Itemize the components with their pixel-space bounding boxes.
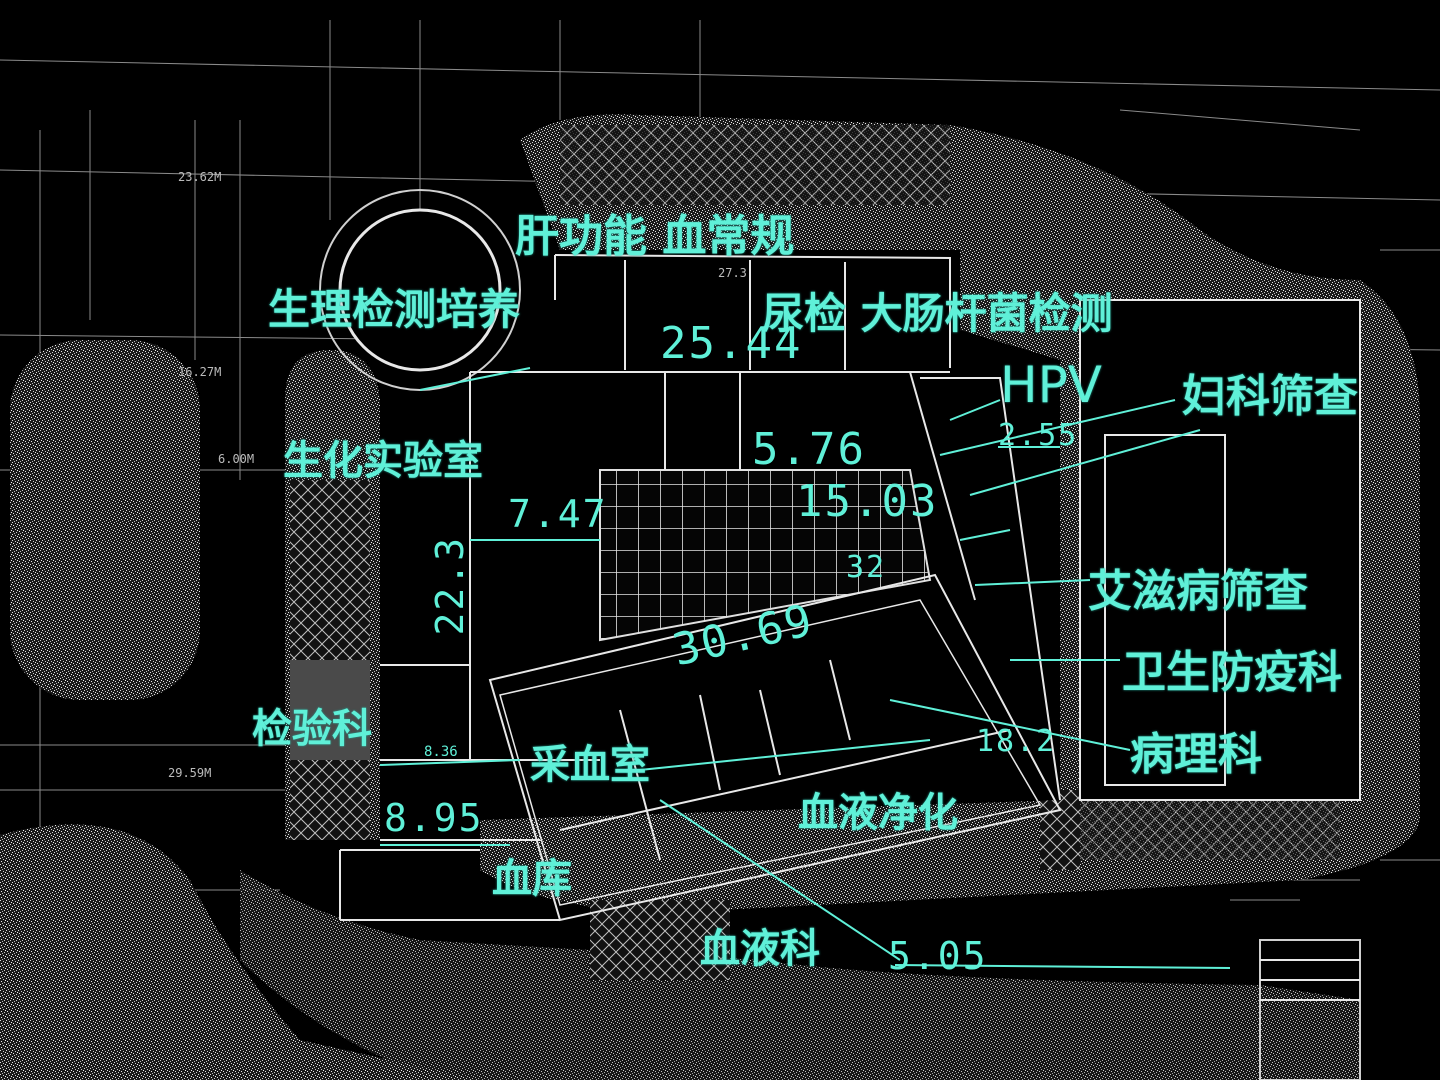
label-hpv: HPV <box>1000 356 1102 414</box>
cad-note-6-00m: 6.00M <box>218 452 255 466</box>
cad-note-23-62m: 23.62M <box>178 170 222 184</box>
round-room <box>338 208 502 372</box>
grid-room <box>599 469 932 642</box>
dimension-8-36: 8.36 <box>424 744 458 760</box>
dimension-32: 32 <box>846 550 887 585</box>
label-blood-draw-room: 采血室 <box>530 742 650 788</box>
label-leaders <box>379 367 1231 969</box>
label-urine-ecoli: 尿检 大肠杆菌检测 <box>762 289 1113 338</box>
dimension-22-3: 22.3 <box>428 536 472 636</box>
dimension-25-44: 25.44 <box>660 318 803 369</box>
dimension-5-76: 5.76 <box>752 424 866 475</box>
label-laboratory-dept: 检验科 <box>252 706 372 752</box>
cad-note-16-27m: 16.27M <box>178 365 222 379</box>
dimension-18-2: 18.2 <box>976 724 1057 759</box>
label-liver-blood-routine: 肝功能 血常规 <box>515 211 795 262</box>
dimension-8-95: 8.95 <box>384 796 484 840</box>
dimension-15-03: 15.03 <box>796 476 939 527</box>
label-hygiene-prevention: 卫生防疫科 <box>1122 647 1342 698</box>
dimension-7-47: 7.47 <box>508 492 608 536</box>
label-physiological-culture: 生理检测培养 <box>268 285 521 334</box>
label-blood-bank: 血库 <box>492 856 572 902</box>
label-biochem-lab: 生化实验室 <box>283 438 483 484</box>
building-outlines <box>339 254 1361 1080</box>
label-aids-screening: 艾滋病筛查 <box>1088 566 1308 617</box>
dimension-5-05: 5.05 <box>888 934 988 978</box>
cad-note-29-59m: 29.59M <box>168 766 212 780</box>
label-hematology: 血液科 <box>700 926 820 972</box>
label-gynecology-screening: 妇科筛查 <box>1182 371 1358 422</box>
cad-note-27-3: 27.3 <box>718 266 747 280</box>
label-pathology: 病理科 <box>1130 729 1262 780</box>
dimension-2-55: 2.55 <box>998 418 1079 453</box>
label-blood-purification: 血液净化 <box>798 790 958 836</box>
